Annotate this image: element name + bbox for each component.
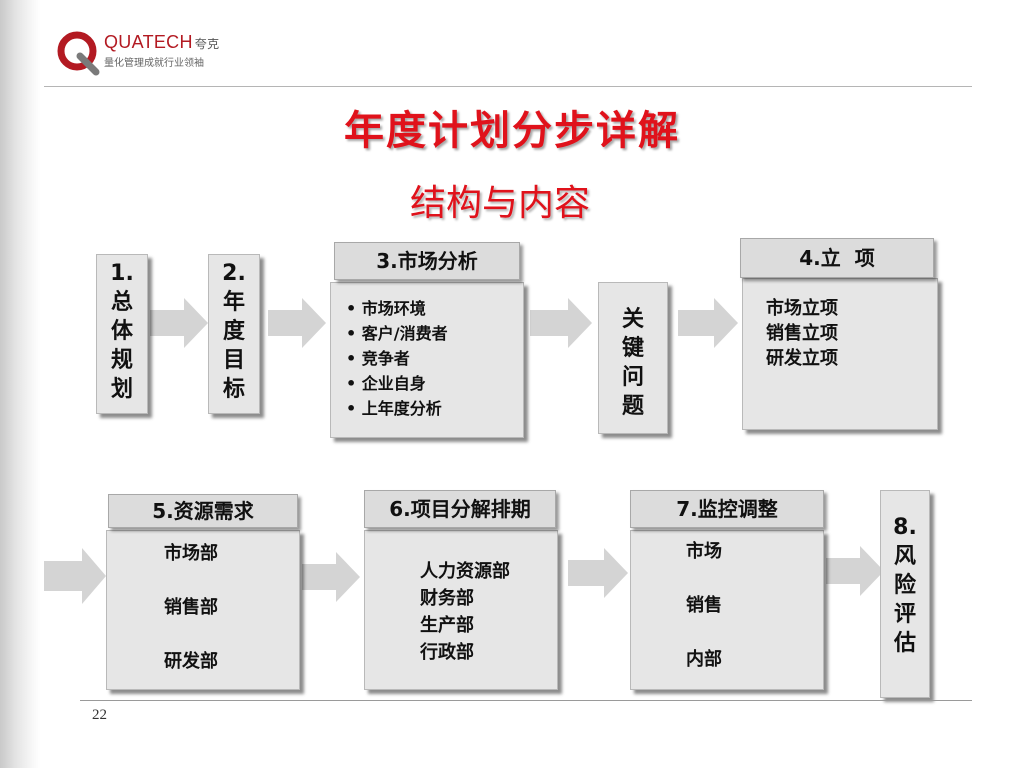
arrow-icon (826, 546, 884, 596)
step-6-title: 6.项目分解排期 (364, 490, 556, 528)
list-item: • 市场环境 (346, 299, 426, 318)
arrow-icon (302, 552, 360, 602)
step-3-body (330, 282, 524, 438)
step-8-risk-assessment: 8.风险评估 (880, 490, 930, 698)
step-5-list: 市场部 销售部 研发部 (164, 540, 218, 676)
step-4-body (742, 278, 938, 430)
list-item: 行政部 (420, 642, 474, 663)
key-issues-box: 关键问题 (598, 282, 668, 434)
list-item: • 企业自身 (346, 374, 426, 393)
step-2-annual-target: 2.年度目标 (208, 254, 260, 414)
list-item: 财务部 (420, 588, 474, 609)
list-item: 内部 (686, 649, 722, 670)
list-item: 研发立项 (766, 348, 838, 369)
footer-divider (80, 700, 972, 701)
list-item: 销售立项 (766, 323, 838, 344)
slide-title: 年度计划分步详解 (344, 108, 680, 154)
arrow-icon (268, 298, 326, 348)
left-gradient-band (0, 0, 40, 768)
step-7-title: 7.监控调整 (630, 490, 824, 528)
step-5-title: 5.资源需求 (108, 494, 298, 528)
list-item: • 竞争者 (346, 349, 410, 368)
page-number: 22 (92, 707, 107, 723)
list-item: 人力资源部 (420, 561, 510, 582)
step-6-list: 人力资源部 财务部 生产部 行政部 (420, 558, 510, 666)
slide-subtitle: 结构与内容 (409, 183, 590, 224)
list-item: 销售 (686, 595, 722, 616)
arrow-icon (530, 298, 592, 348)
step-7-list: 市场 销售 内部 (686, 538, 722, 674)
step-4-title: 4.立 项 (740, 238, 934, 278)
header-divider (44, 86, 972, 87)
list-item: 市场立项 (766, 298, 838, 319)
step-3-list: • 市场环境 • 客户/消费者 • 竞争者 • 企业自身 • 上年度分析 (346, 296, 448, 421)
list-item: 市场 (686, 541, 722, 562)
step-1-overall-plan: 1.总体规划 (96, 254, 148, 414)
list-item: 市场部 (164, 543, 218, 564)
step-7-body (630, 530, 824, 690)
step-4-list: 市场立项 销售立项 研发立项 (766, 296, 838, 371)
step-5-body (106, 530, 300, 690)
step-6-body (364, 530, 558, 690)
list-item: 生产部 (420, 615, 474, 636)
step-3-title: 3.市场分析 (334, 242, 520, 280)
list-item: • 上年度分析 (346, 399, 442, 418)
quatech-q-icon (57, 31, 100, 76)
brand-tagline: 量化管理成就行业领袖 (104, 58, 204, 69)
list-item: 销售部 (164, 597, 218, 618)
arrow-icon (44, 548, 106, 604)
arrow-icon (150, 298, 208, 348)
arrow-icon (678, 298, 738, 348)
list-item: 研发部 (164, 651, 218, 672)
list-item: • 客户/消费者 (346, 324, 448, 343)
arrow-icon (568, 548, 628, 598)
